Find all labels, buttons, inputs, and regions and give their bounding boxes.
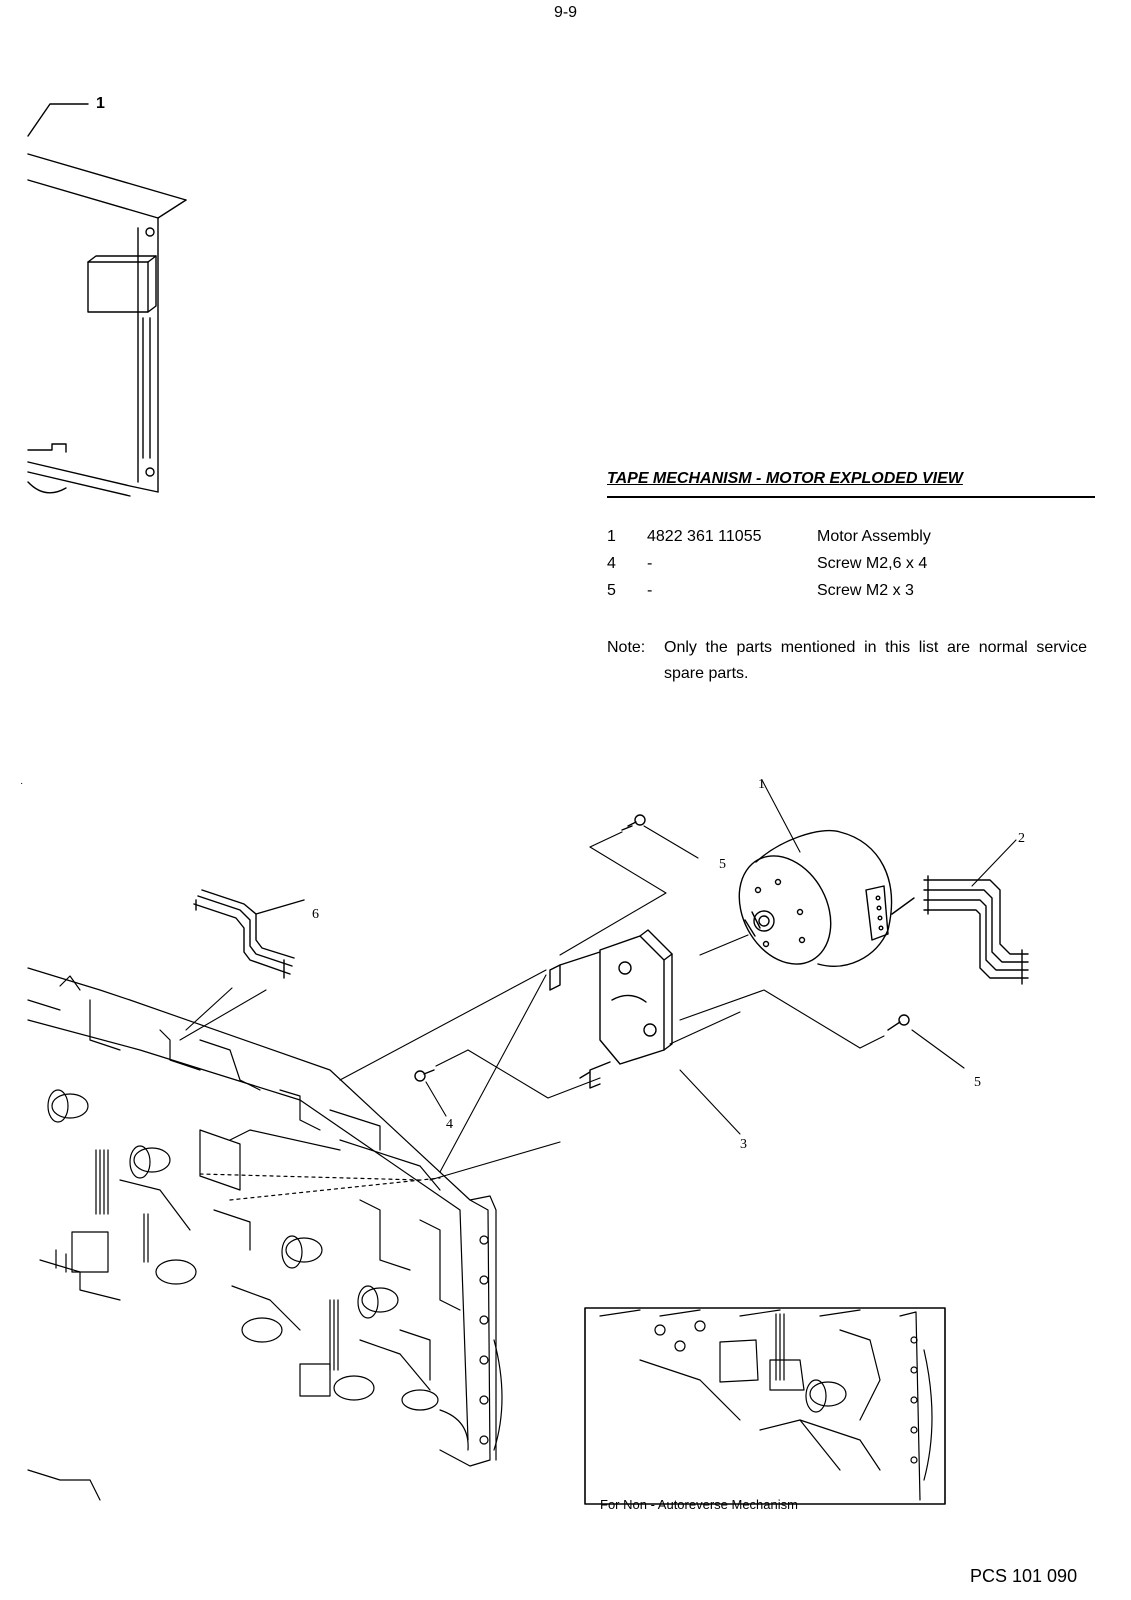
parts-list-title: TAPE MECHANISM - MOTOR EXPLODED VIEW bbox=[607, 470, 963, 487]
parts-list-header: TAPE MECHANISM - MOTOR EXPLODED VIEW bbox=[607, 470, 1095, 498]
screw-left bbox=[414, 1069, 435, 1082]
note-text: Only the parts mentioned in this list ar… bbox=[664, 639, 1087, 682]
flat-cable-drawing bbox=[923, 875, 1029, 985]
parts-item-number: 4 bbox=[607, 555, 616, 572]
callout-flat-cable: 2 bbox=[1018, 831, 1025, 846]
inset-mechanism-sketch bbox=[599, 1309, 933, 1501]
motor-drawing bbox=[738, 830, 915, 967]
bracket-drawing bbox=[549, 929, 673, 1089]
parts-code: - bbox=[647, 555, 653, 572]
title-rule bbox=[607, 496, 1095, 498]
tape-deck-mechanism bbox=[27, 967, 503, 1501]
page-number: 9-9 bbox=[553, 4, 578, 21]
screw-right bbox=[887, 1014, 910, 1031]
parts-description: Screw M2 x 3 bbox=[817, 582, 914, 599]
parts-code: - bbox=[647, 582, 653, 599]
parts-item-number: 5 bbox=[607, 582, 616, 599]
service-note: Note: Only the parts mentioned in this l… bbox=[607, 635, 1087, 687]
top-board-drawing bbox=[27, 103, 187, 497]
inset-caption: For Non - Autoreverse Mechanism bbox=[600, 1497, 798, 1512]
callout-screw-top: 5 bbox=[719, 857, 726, 872]
parts-code: 4822 361 11055 bbox=[647, 528, 762, 545]
note-label: Note: bbox=[607, 639, 646, 656]
screw-top bbox=[621, 814, 646, 831]
parts-item-number: 1 bbox=[607, 528, 616, 545]
cable-6-drawing bbox=[193, 889, 305, 979]
assembly-lines bbox=[179, 779, 1017, 1181]
callout-cable-left: 6 bbox=[312, 907, 319, 922]
callout-bracket: 3 bbox=[740, 1137, 747, 1152]
inset-frame bbox=[584, 1307, 946, 1505]
stray-mark: · bbox=[20, 778, 23, 789]
callout-top-1: 1 bbox=[96, 95, 105, 112]
callout-motor: 1 bbox=[758, 777, 765, 792]
callout-screw-left: 4 bbox=[446, 1117, 453, 1132]
callout-screw-right: 5 bbox=[974, 1075, 981, 1090]
parts-description: Motor Assembly bbox=[817, 528, 931, 545]
document-code: PCS 101 090 bbox=[970, 1566, 1078, 1586]
parts-description: Screw M2,6 x 4 bbox=[817, 555, 928, 572]
